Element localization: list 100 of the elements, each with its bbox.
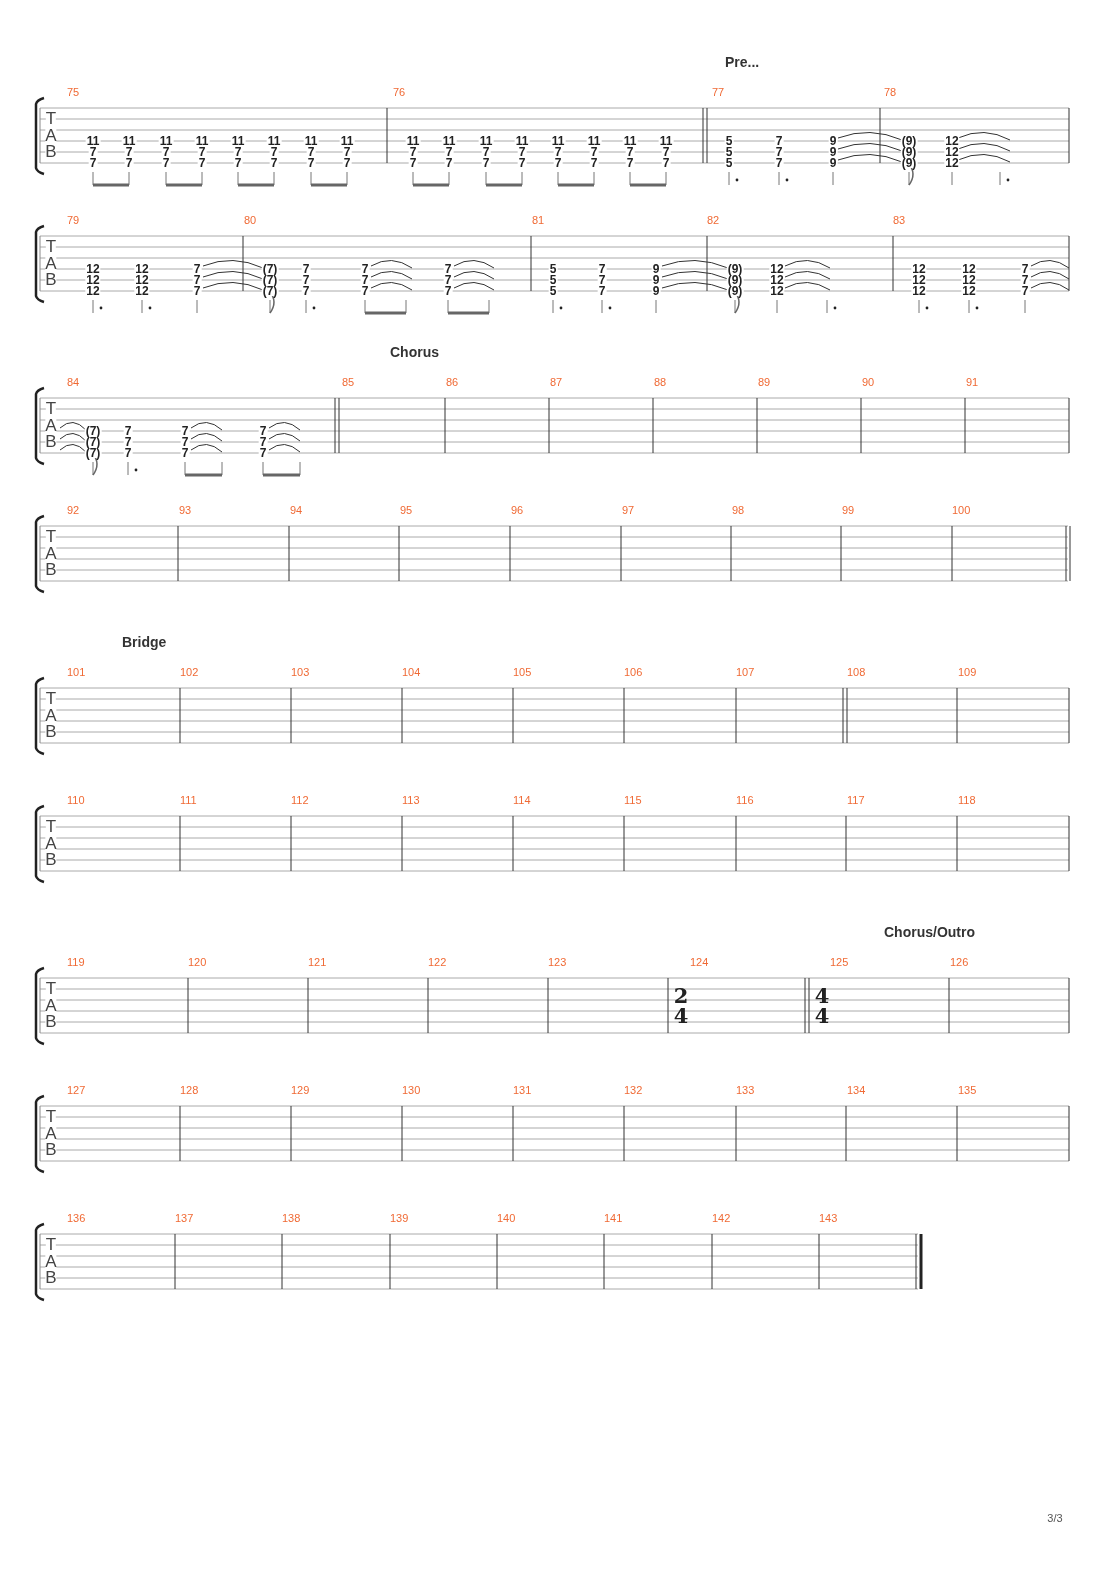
measure-number: 143 xyxy=(819,1212,838,1224)
tab-clef-letter: B xyxy=(45,1141,57,1157)
fret-number: 7 xyxy=(306,147,316,157)
measure-number: 134 xyxy=(847,1084,866,1096)
fret-number: (9) xyxy=(726,264,744,274)
fret-number: 12 xyxy=(944,158,960,168)
measure-number: 105 xyxy=(513,666,532,678)
fret-number: 7 xyxy=(301,286,311,296)
fret-number: 12 xyxy=(134,275,150,285)
tab-clef-letter: T xyxy=(45,980,57,996)
measure-number: 135 xyxy=(958,1084,977,1096)
measure-number: 100 xyxy=(952,504,971,516)
fret-number: 7 xyxy=(661,147,671,157)
fret-number: 11 xyxy=(478,136,494,146)
fret-number: 7 xyxy=(192,286,202,296)
measure-number: 140 xyxy=(497,1212,516,1224)
fret-number: 11 xyxy=(441,136,457,146)
fret-number: 7 xyxy=(342,147,352,157)
fret-number: 7 xyxy=(625,158,635,168)
fret-number: 7 xyxy=(342,158,352,168)
measure-number: 108 xyxy=(847,666,866,678)
measure-number: 110 xyxy=(67,794,85,806)
fret-number: 11 xyxy=(514,136,530,146)
measure-number: 81 xyxy=(532,214,545,226)
fret-number: (7) xyxy=(261,275,279,285)
tab-clef-letter: A xyxy=(45,127,57,143)
tab-clef-letter: B xyxy=(45,1269,57,1285)
measure-number: 107 xyxy=(736,666,755,678)
fret-number: 7 xyxy=(124,147,134,157)
time-signature-digit: 4 xyxy=(814,986,830,1006)
fret-number: 9 xyxy=(828,136,838,146)
tab-clef-letter: B xyxy=(45,433,57,449)
tab-clef-letter: B xyxy=(45,143,57,159)
fret-number: 5 xyxy=(724,136,734,146)
page-number: 3/3 xyxy=(1047,1512,1063,1524)
measure-number: 88 xyxy=(654,376,667,388)
fret-number: 5 xyxy=(548,286,558,296)
tab-clef-letter: A xyxy=(45,1125,57,1141)
section-heading: Chorus/Outro xyxy=(884,925,975,939)
measure-number: 113 xyxy=(402,794,420,806)
section-heading: Chorus xyxy=(390,345,439,359)
fret-number: 12 xyxy=(769,264,785,274)
fret-number: 11 xyxy=(230,136,246,146)
fret-number: 9 xyxy=(828,158,838,168)
measure-number: 93 xyxy=(179,504,192,516)
fret-number: 12 xyxy=(944,147,960,157)
measure-number: 94 xyxy=(290,504,303,516)
fret-number: 7 xyxy=(443,275,453,285)
fret-number: 9 xyxy=(651,264,661,274)
measure-number: 76 xyxy=(393,86,406,98)
fret-number: 7 xyxy=(517,158,527,168)
fret-number: 12 xyxy=(944,136,960,146)
measure-number: 91 xyxy=(966,376,979,388)
measure-number: 84 xyxy=(67,376,80,388)
fret-number: 7 xyxy=(197,158,207,168)
fret-number: 7 xyxy=(258,426,268,436)
measure-number: 115 xyxy=(624,794,642,806)
fret-number: 7 xyxy=(443,286,453,296)
fret-number: 5 xyxy=(548,264,558,274)
fret-number: 7 xyxy=(408,147,418,157)
measure-number: 120 xyxy=(188,956,207,968)
fret-number: 7 xyxy=(123,426,133,436)
measure-number: 97 xyxy=(622,504,635,516)
fret-number: 11 xyxy=(658,136,674,146)
fret-number: 11 xyxy=(303,136,319,146)
fret-number: 7 xyxy=(553,158,563,168)
fret-number: 12 xyxy=(769,275,785,285)
tab-clef-letter: T xyxy=(45,110,57,126)
measure-number: 83 xyxy=(893,214,906,226)
fret-number: 12 xyxy=(134,264,150,274)
tab-clef-letter: T xyxy=(45,238,57,254)
fret-number: (9) xyxy=(900,147,918,157)
fret-number: 7 xyxy=(553,147,563,157)
fret-number: 7 xyxy=(192,264,202,274)
fret-number: 7 xyxy=(269,158,279,168)
fret-number: 11 xyxy=(339,136,355,146)
tab-clef-letter: B xyxy=(45,1013,57,1029)
measure-number: 118 xyxy=(958,794,976,806)
measure-number: 79 xyxy=(67,214,80,226)
fret-number: 5 xyxy=(724,158,734,168)
fret-number: (7) xyxy=(84,437,102,447)
measure-number: 90 xyxy=(862,376,875,388)
measure-number: 137 xyxy=(175,1212,194,1224)
tab-clef-letter: A xyxy=(45,545,57,561)
time-signature-digit: 2 xyxy=(673,986,689,1006)
measure-number: 132 xyxy=(624,1084,643,1096)
fret-number: (7) xyxy=(84,426,102,436)
measure-number: 116 xyxy=(736,794,754,806)
tab-clef-letter: T xyxy=(45,818,57,834)
measure-number: 122 xyxy=(428,956,447,968)
fret-number: 12 xyxy=(911,286,927,296)
fret-number: 7 xyxy=(269,147,279,157)
tab-clef-letter: T xyxy=(45,528,57,544)
fret-number: (9) xyxy=(900,158,918,168)
fret-number: 12 xyxy=(961,264,977,274)
measure-number: 112 xyxy=(291,794,309,806)
measure-number: 133 xyxy=(736,1084,755,1096)
time-signature-digit: 4 xyxy=(814,1006,830,1026)
fret-number: 7 xyxy=(161,147,171,157)
fret-number: 7 xyxy=(661,158,671,168)
